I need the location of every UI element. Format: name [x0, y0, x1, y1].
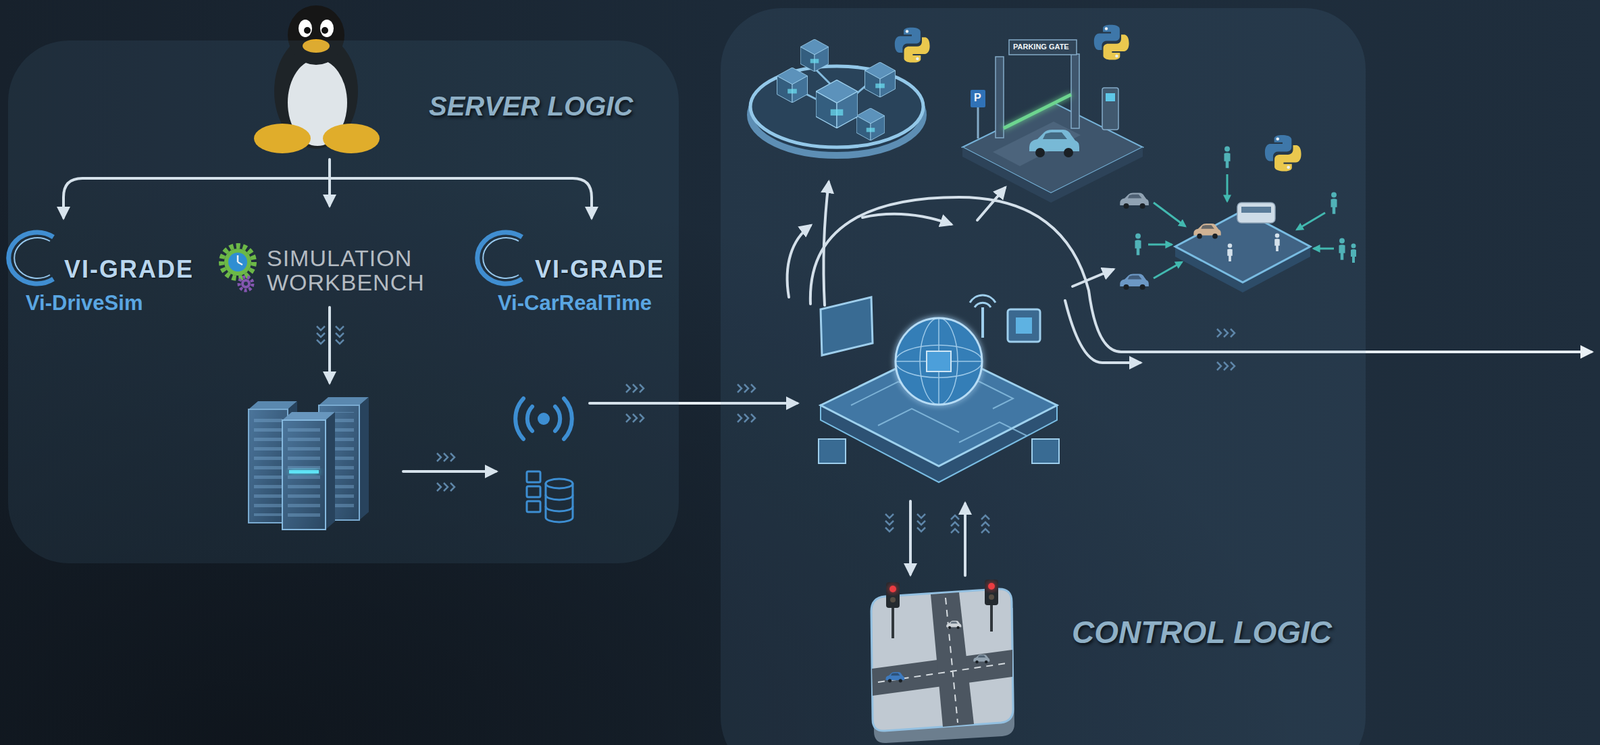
region-title: SERVER LOGIC: [428, 91, 633, 122]
product-name: Vi-CarRealTime: [497, 291, 652, 316]
brand-logo-text: VI-GRADE: [64, 255, 194, 283]
product-logo-text: SIMULATION WORKBENCH: [266, 246, 436, 295]
product-name: Vi-DriveSim: [25, 291, 143, 316]
software-logo: VI-GRADE Vi-CarRealTime: [479, 255, 665, 316]
label-holder: PARKING GATE: [1013, 42, 1070, 51]
region-panel: SERVER LOGIC VI-GRADE Vi-DriveSim SIMULATIO…: [8, 40, 679, 564]
sign-letter: P: [973, 91, 982, 105]
software-logo: SIMULATION WORKBENCH: [266, 246, 436, 295]
label-holder: P: [973, 91, 982, 105]
sign-text: PARKING GATE: [1013, 42, 1070, 51]
software-logo: VI-GRADE Vi-DriveSim: [8, 255, 194, 316]
brand-logo-text: VI-GRADE: [534, 255, 665, 283]
region-title: CONTROL LOGIC: [1071, 613, 1332, 651]
region-panel: CONTROL LOGIC: [720, 8, 1366, 745]
